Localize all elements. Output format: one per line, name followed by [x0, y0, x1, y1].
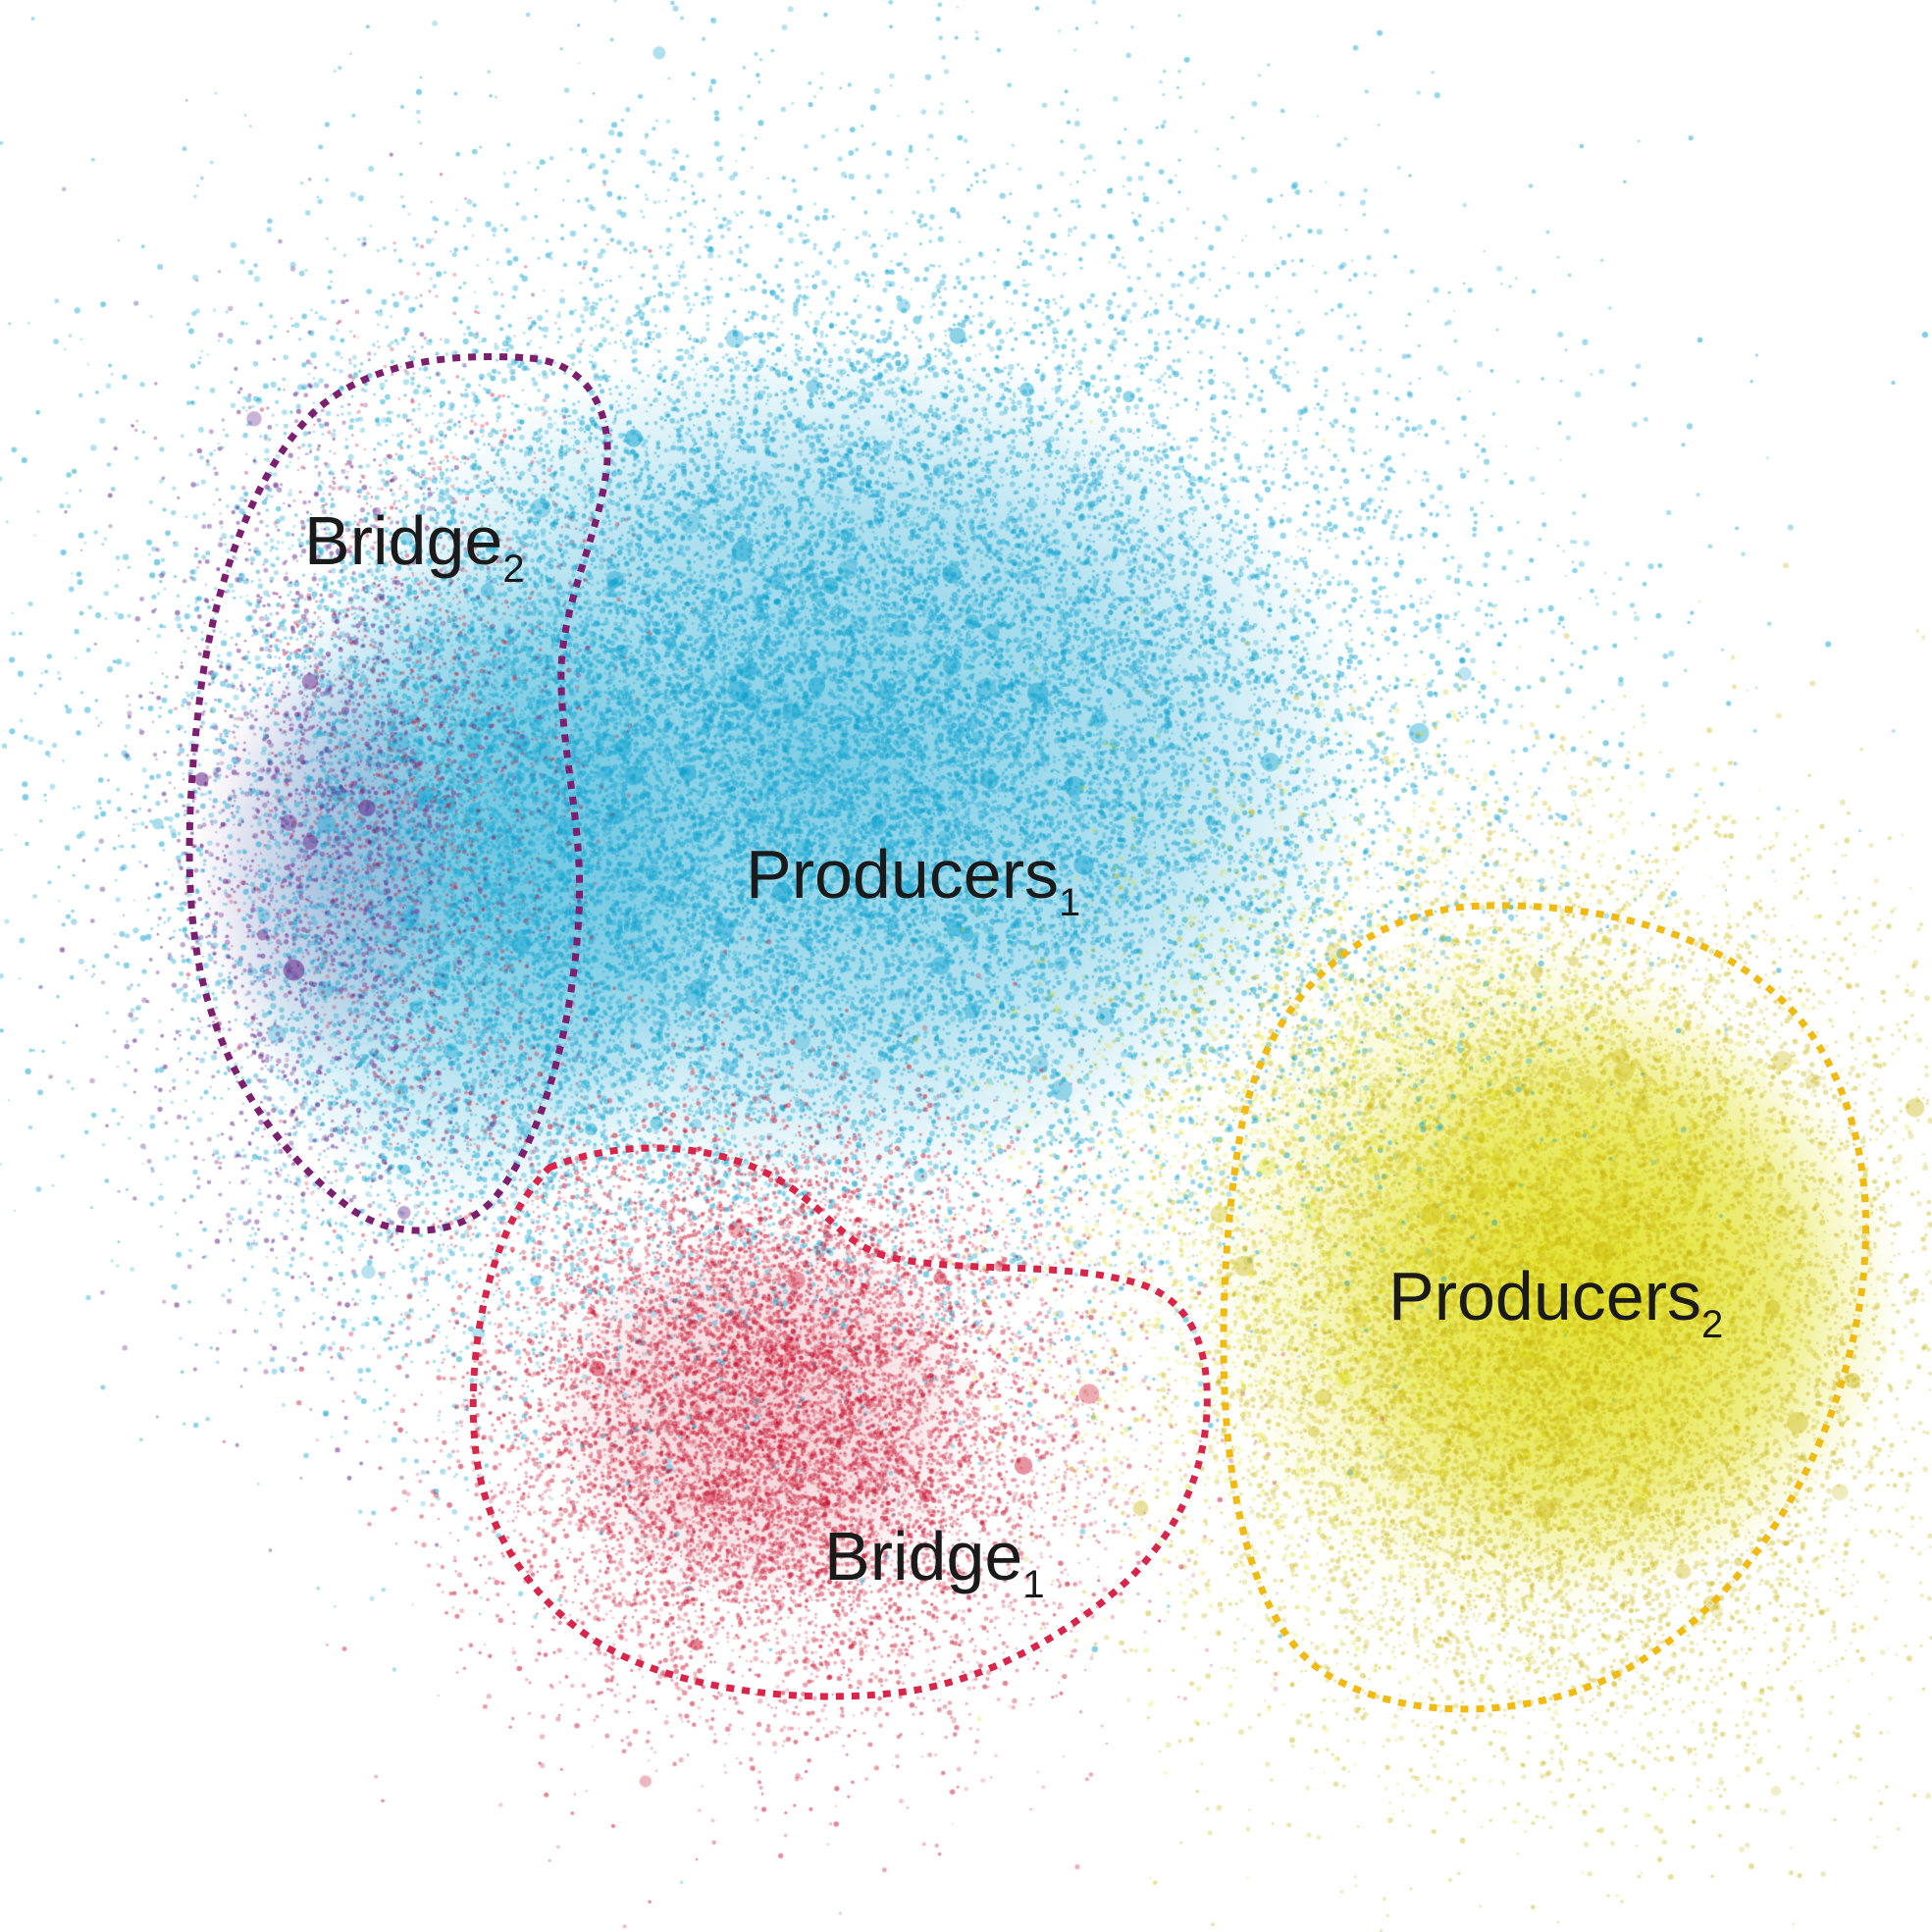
label-bridge2: Bridge2	[304, 502, 525, 591]
label-producers1: Producers1	[746, 836, 1080, 924]
label-producers2: Producers2	[1388, 1258, 1723, 1346]
label-bridge1: Bridge1	[824, 1518, 1045, 1606]
label-producers2-main: Producers	[1388, 1258, 1701, 1334]
label-producers1-main: Producers	[746, 836, 1059, 913]
label-producers1-sub: 1	[1059, 881, 1080, 924]
label-bridge1-main: Bridge	[824, 1518, 1022, 1594]
label-bridge2-sub: 2	[502, 548, 524, 591]
producers2-outline	[1220, 902, 1870, 1713]
label-bridge2-main: Bridge	[304, 502, 502, 579]
bridge2-outline	[185, 353, 611, 1234]
label-bridge1-sub: 1	[1022, 1563, 1044, 1606]
bridge1-outline	[469, 1144, 1211, 1700]
label-producers2-sub: 2	[1701, 1303, 1723, 1346]
